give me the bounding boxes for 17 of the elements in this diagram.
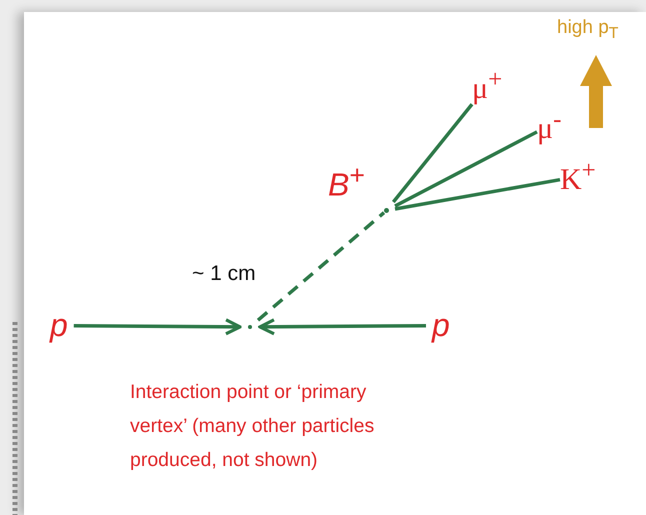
particle-label: p (432, 308, 450, 344)
distance-label: ~ 1 cm (192, 262, 256, 286)
vertex-dot (248, 325, 252, 329)
particle-track (392, 103, 474, 204)
vertex-note: Interaction point or ‘primary vertex’ (many other particles produced, not shown) (130, 380, 376, 473)
particle-label: K$^{+}$ (560, 157, 596, 196)
decay-particle-label: B$^{+}$ (328, 160, 365, 204)
particle-label: μ$^{+}$ (472, 66, 502, 105)
particle-track (394, 130, 538, 208)
beam-arrow (258, 318, 426, 336)
beam-arrow (74, 318, 242, 336)
vertex-dot (384, 208, 389, 213)
dashed-track (256, 211, 386, 322)
momentum-label: high p$_{T}$ (557, 17, 618, 43)
particle-track (394, 178, 560, 211)
particle-label: p (50, 308, 68, 344)
particle-label: μ$^{-}$ (537, 106, 562, 145)
